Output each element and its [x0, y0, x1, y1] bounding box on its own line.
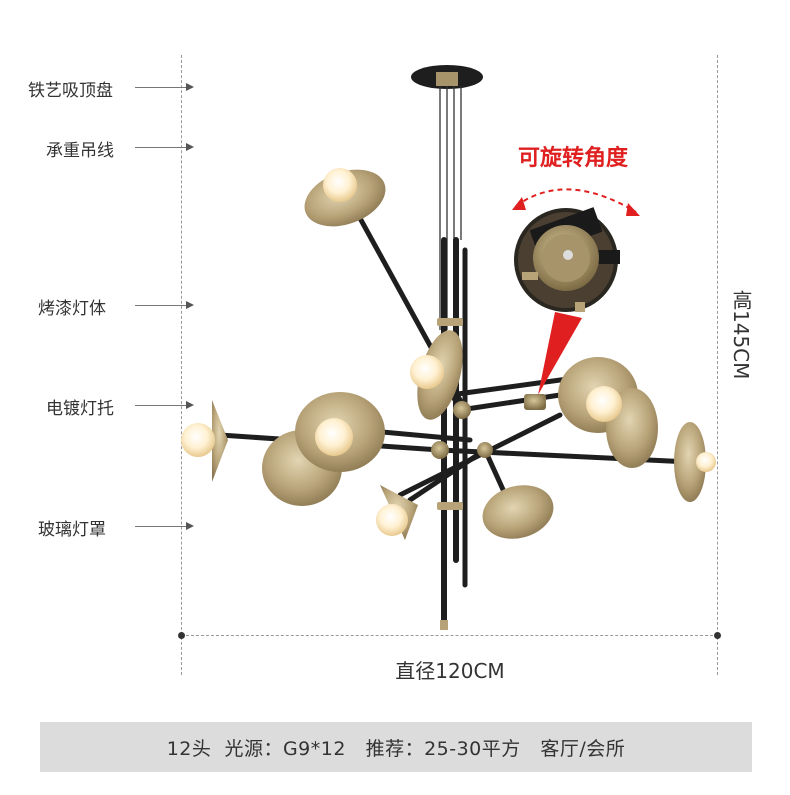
left-dimension-line	[181, 55, 182, 675]
arrow-wire	[135, 147, 187, 148]
arrow-holder	[135, 405, 187, 406]
rotate-arc-icon	[515, 188, 637, 213]
lamp-shade-lower-right	[482, 485, 554, 539]
lamp-shade-right-upper	[558, 357, 658, 468]
lamp-shade-far-left	[181, 400, 228, 482]
diameter-dimension-line	[181, 635, 718, 636]
arc-arrowhead-right-icon	[626, 203, 640, 216]
arrow-head-icon	[186, 401, 194, 409]
spec-bar: 12头 光源：G9*12 推荐：25-30平方 客厅/会所	[40, 722, 752, 772]
arrow-head-icon	[186, 83, 194, 91]
arrow-body	[135, 305, 187, 306]
label-wire: 承重吊线	[46, 141, 114, 161]
stem-tip-icon	[440, 620, 448, 630]
dimension-dot-left	[178, 632, 185, 639]
label-ceiling-plate: 铁艺吸顶盘	[28, 81, 113, 101]
arrow-head-icon	[186, 522, 194, 530]
ceiling-plate-icon	[411, 65, 483, 89]
joint-knobs	[431, 394, 546, 459]
arrow-shade	[135, 526, 187, 527]
rotate-angle-title: 可旋转角度	[518, 146, 629, 171]
label-shade: 玻璃灯罩	[38, 520, 106, 540]
lamp-shade-top-left	[304, 168, 386, 227]
label-body: 烤漆灯体	[38, 299, 106, 319]
lamp-shade-left-large	[262, 392, 385, 506]
arrow-ceiling-plate	[135, 87, 187, 88]
height-dimension-label: 高145CM	[729, 290, 753, 380]
label-holder: 电镀灯托	[46, 399, 114, 419]
lamp-shade-lower-left	[376, 485, 418, 540]
dimension-dot-right	[714, 632, 721, 639]
rotation-detail-inset	[514, 207, 620, 312]
arrow-head-icon	[186, 143, 194, 151]
arc-arrowhead-left-icon	[512, 197, 526, 210]
chandelier-illustration	[181, 65, 716, 630]
pointer-triangle-icon	[538, 312, 582, 395]
spec-text: 12头 光源：G9*12 推荐：25-30平方 客厅/会所	[166, 737, 626, 760]
arrow-head-icon	[186, 301, 194, 309]
diameter-dimension-label: 直径120CM	[395, 659, 505, 683]
right-dimension-line	[717, 55, 718, 675]
lamp-shade-far-right	[674, 422, 716, 502]
lamp-shade-center	[410, 330, 463, 420]
